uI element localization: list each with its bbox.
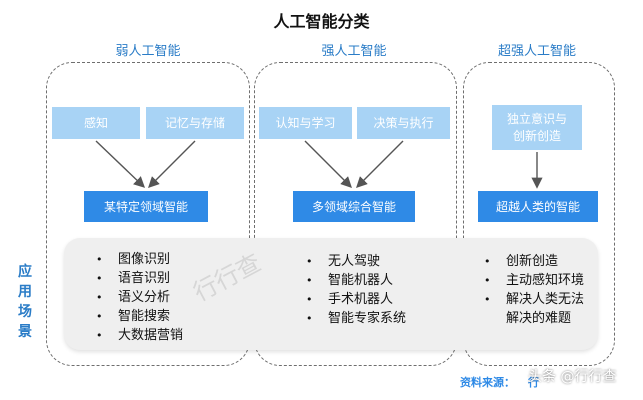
input-box-cognition-learning: 认知与学习 — [259, 107, 352, 139]
group-strong-ai — [254, 62, 457, 366]
app-item: 智能机器人 — [306, 271, 406, 290]
arrow-cognition-to-result — [304, 140, 352, 188]
input-box-perception: 感知 — [52, 107, 140, 139]
input-box-independent-consciousness: 独立意识与 创新创造 — [492, 105, 582, 150]
group-weak-ai — [46, 62, 250, 366]
result-box-specific-domain: 某特定领域智能 — [84, 191, 208, 222]
group-super-ai — [463, 62, 615, 366]
column-title-weak-ai: 弱人工智能 — [115, 44, 181, 59]
app-item: 创新创造 — [484, 252, 584, 271]
app-item: 无人驾驶 — [306, 252, 406, 271]
app-item: 语音识别 — [96, 269, 183, 288]
app-item: 大数据营销 — [96, 326, 183, 345]
arrow-perception-to-result — [95, 140, 146, 188]
diagram-title: 人工智能分类 — [273, 12, 370, 31]
result-box-beyond-human: 超越人类的智能 — [478, 191, 598, 222]
arrow-memory-to-result — [148, 140, 196, 188]
app-item: 手术机器人 — [306, 290, 406, 309]
input-box-memory-storage: 记忆与存储 — [146, 107, 244, 139]
author-watermark: 头条 @行行查 — [528, 369, 617, 385]
apps-list-strong-ai: 无人驾驶 智能机器人 手术机器人 智能专家系统 — [306, 252, 406, 328]
result-box-multi-domain: 多领域综合智能 — [293, 191, 415, 222]
app-item: 主动感知环境 — [484, 271, 584, 290]
column-title-strong-ai: 强人工智能 — [321, 44, 387, 59]
app-item: 智能搜索 — [96, 307, 183, 326]
app-item: 解决人类无法 解决的难题 — [484, 290, 584, 328]
app-item: 语义分析 — [96, 288, 183, 307]
application-scenarios-label: 应用场景 — [18, 264, 32, 340]
source-value: 行 — [528, 376, 539, 389]
input-box-decision-execution: 决策与执行 — [357, 107, 450, 139]
app-item: 图像识别 — [96, 250, 183, 269]
source-label: 资料来源： — [460, 376, 515, 389]
arrow-decision-to-result — [356, 140, 404, 188]
apps-list-weak-ai: 图像识别 语音识别 语义分析 智能搜索 大数据营销 — [96, 250, 183, 345]
app-item: 智能专家系统 — [306, 309, 406, 328]
column-title-super-ai: 超强人工智能 — [497, 44, 576, 59]
apps-list-super-ai: 创新创造 主动感知环境 解决人类无法 解决的难题 — [484, 252, 584, 328]
